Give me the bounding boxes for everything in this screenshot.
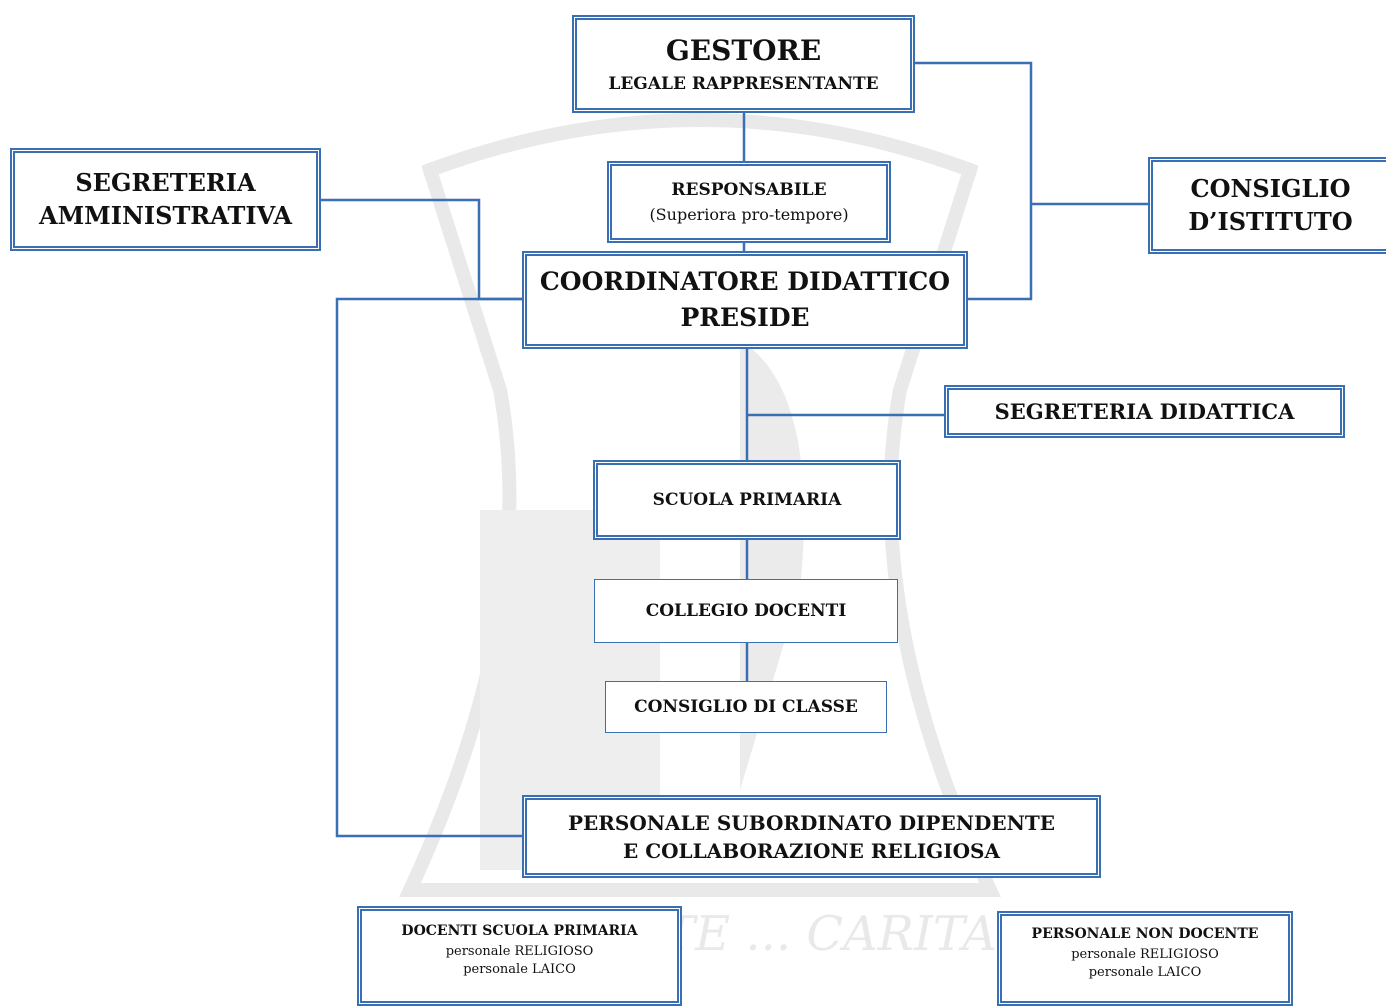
gestore-to-consiglio-line xyxy=(914,61,1033,301)
consiglio-classe-box: CONSIGLIO DI CLASSE xyxy=(605,681,887,733)
scuola-primaria-label: SCUOLA PRIMARIA xyxy=(652,489,842,510)
personale-line2: E COLLABORAZIONE RELIGIOSA xyxy=(623,838,1000,863)
consiglio-classe-label: CONSIGLIO DI CLASSE xyxy=(634,696,858,717)
scuola-primaria-box: SCUOLA PRIMARIA xyxy=(593,460,901,540)
gestore-title: GESTORE xyxy=(665,34,822,67)
coordinatore-box: COORDINATORE DIDATTICO PRESIDE xyxy=(522,251,968,349)
gestore-box: GESTORE LEGALE RAPPRESENTANTE xyxy=(572,15,915,113)
segreteria-amministrativa-box: SEGRETERIA AMMINISTRATIVA xyxy=(10,148,321,251)
docenti-title: DOCENTI SCUOLA PRIMARIA xyxy=(401,923,638,939)
segreteria-amministrativa-line2: AMMINISTRATIVA xyxy=(38,200,293,230)
consiglio-istituto-box: CONSIGLIO D’ISTITUTO xyxy=(1148,157,1386,254)
responsabile-title: RESPONSABILE xyxy=(671,179,827,200)
consiglio-istituto-line1: CONSIGLIO xyxy=(1190,173,1351,203)
docenti-line2: personale LAICO xyxy=(463,962,576,978)
personale-box: PERSONALE SUBORDINATO DIPENDENTE E COLLA… xyxy=(522,795,1101,878)
non-docente-title: PERSONALE NON DOCENTE xyxy=(1031,926,1259,942)
docenti-line1: personale RELIGIOSO xyxy=(445,943,594,959)
segreteria-didattica-box: SEGRETERIA DIDATTICA xyxy=(944,385,1345,438)
coordinatore-line1: COORDINATORE DIDATTICO xyxy=(539,267,951,296)
non-docente-line1: personale RELIGIOSO xyxy=(1071,946,1219,962)
responsabile-subtitle: (Superiora pro-tempore) xyxy=(649,205,849,225)
coordinatore-line2: PRESIDE xyxy=(680,303,810,332)
segreteria-didattica-label: SEGRETERIA DIDATTICA xyxy=(994,398,1295,424)
responsabile-box: RESPONSABILE (Superiora pro-tempore) xyxy=(607,161,891,243)
coordinatore-to-personale-line xyxy=(335,297,524,838)
docenti-box: DOCENTI SCUOLA PRIMARIA personale RELIGI… xyxy=(357,906,682,1006)
segreteria-amministrativa-line1: SEGRETERIA xyxy=(75,167,256,197)
personale-line1: PERSONALE SUBORDINATO DIPENDENTE xyxy=(568,810,1055,835)
non-docente-box: PERSONALE NON DOCENTE personale RELIGIOS… xyxy=(997,911,1293,1006)
collegio-docenti-label: COLLEGIO DOCENTI xyxy=(645,600,847,621)
collegio-docenti-box: COLLEGIO DOCENTI xyxy=(594,579,898,643)
gestore-subtitle: LEGALE RAPPRESENTANTE xyxy=(608,73,879,94)
non-docente-line2: personale LAICO xyxy=(1088,965,1202,981)
segreteria-amministrativa-line xyxy=(318,198,524,301)
consiglio-istituto-line2: D’ISTITUTO xyxy=(1188,206,1353,236)
